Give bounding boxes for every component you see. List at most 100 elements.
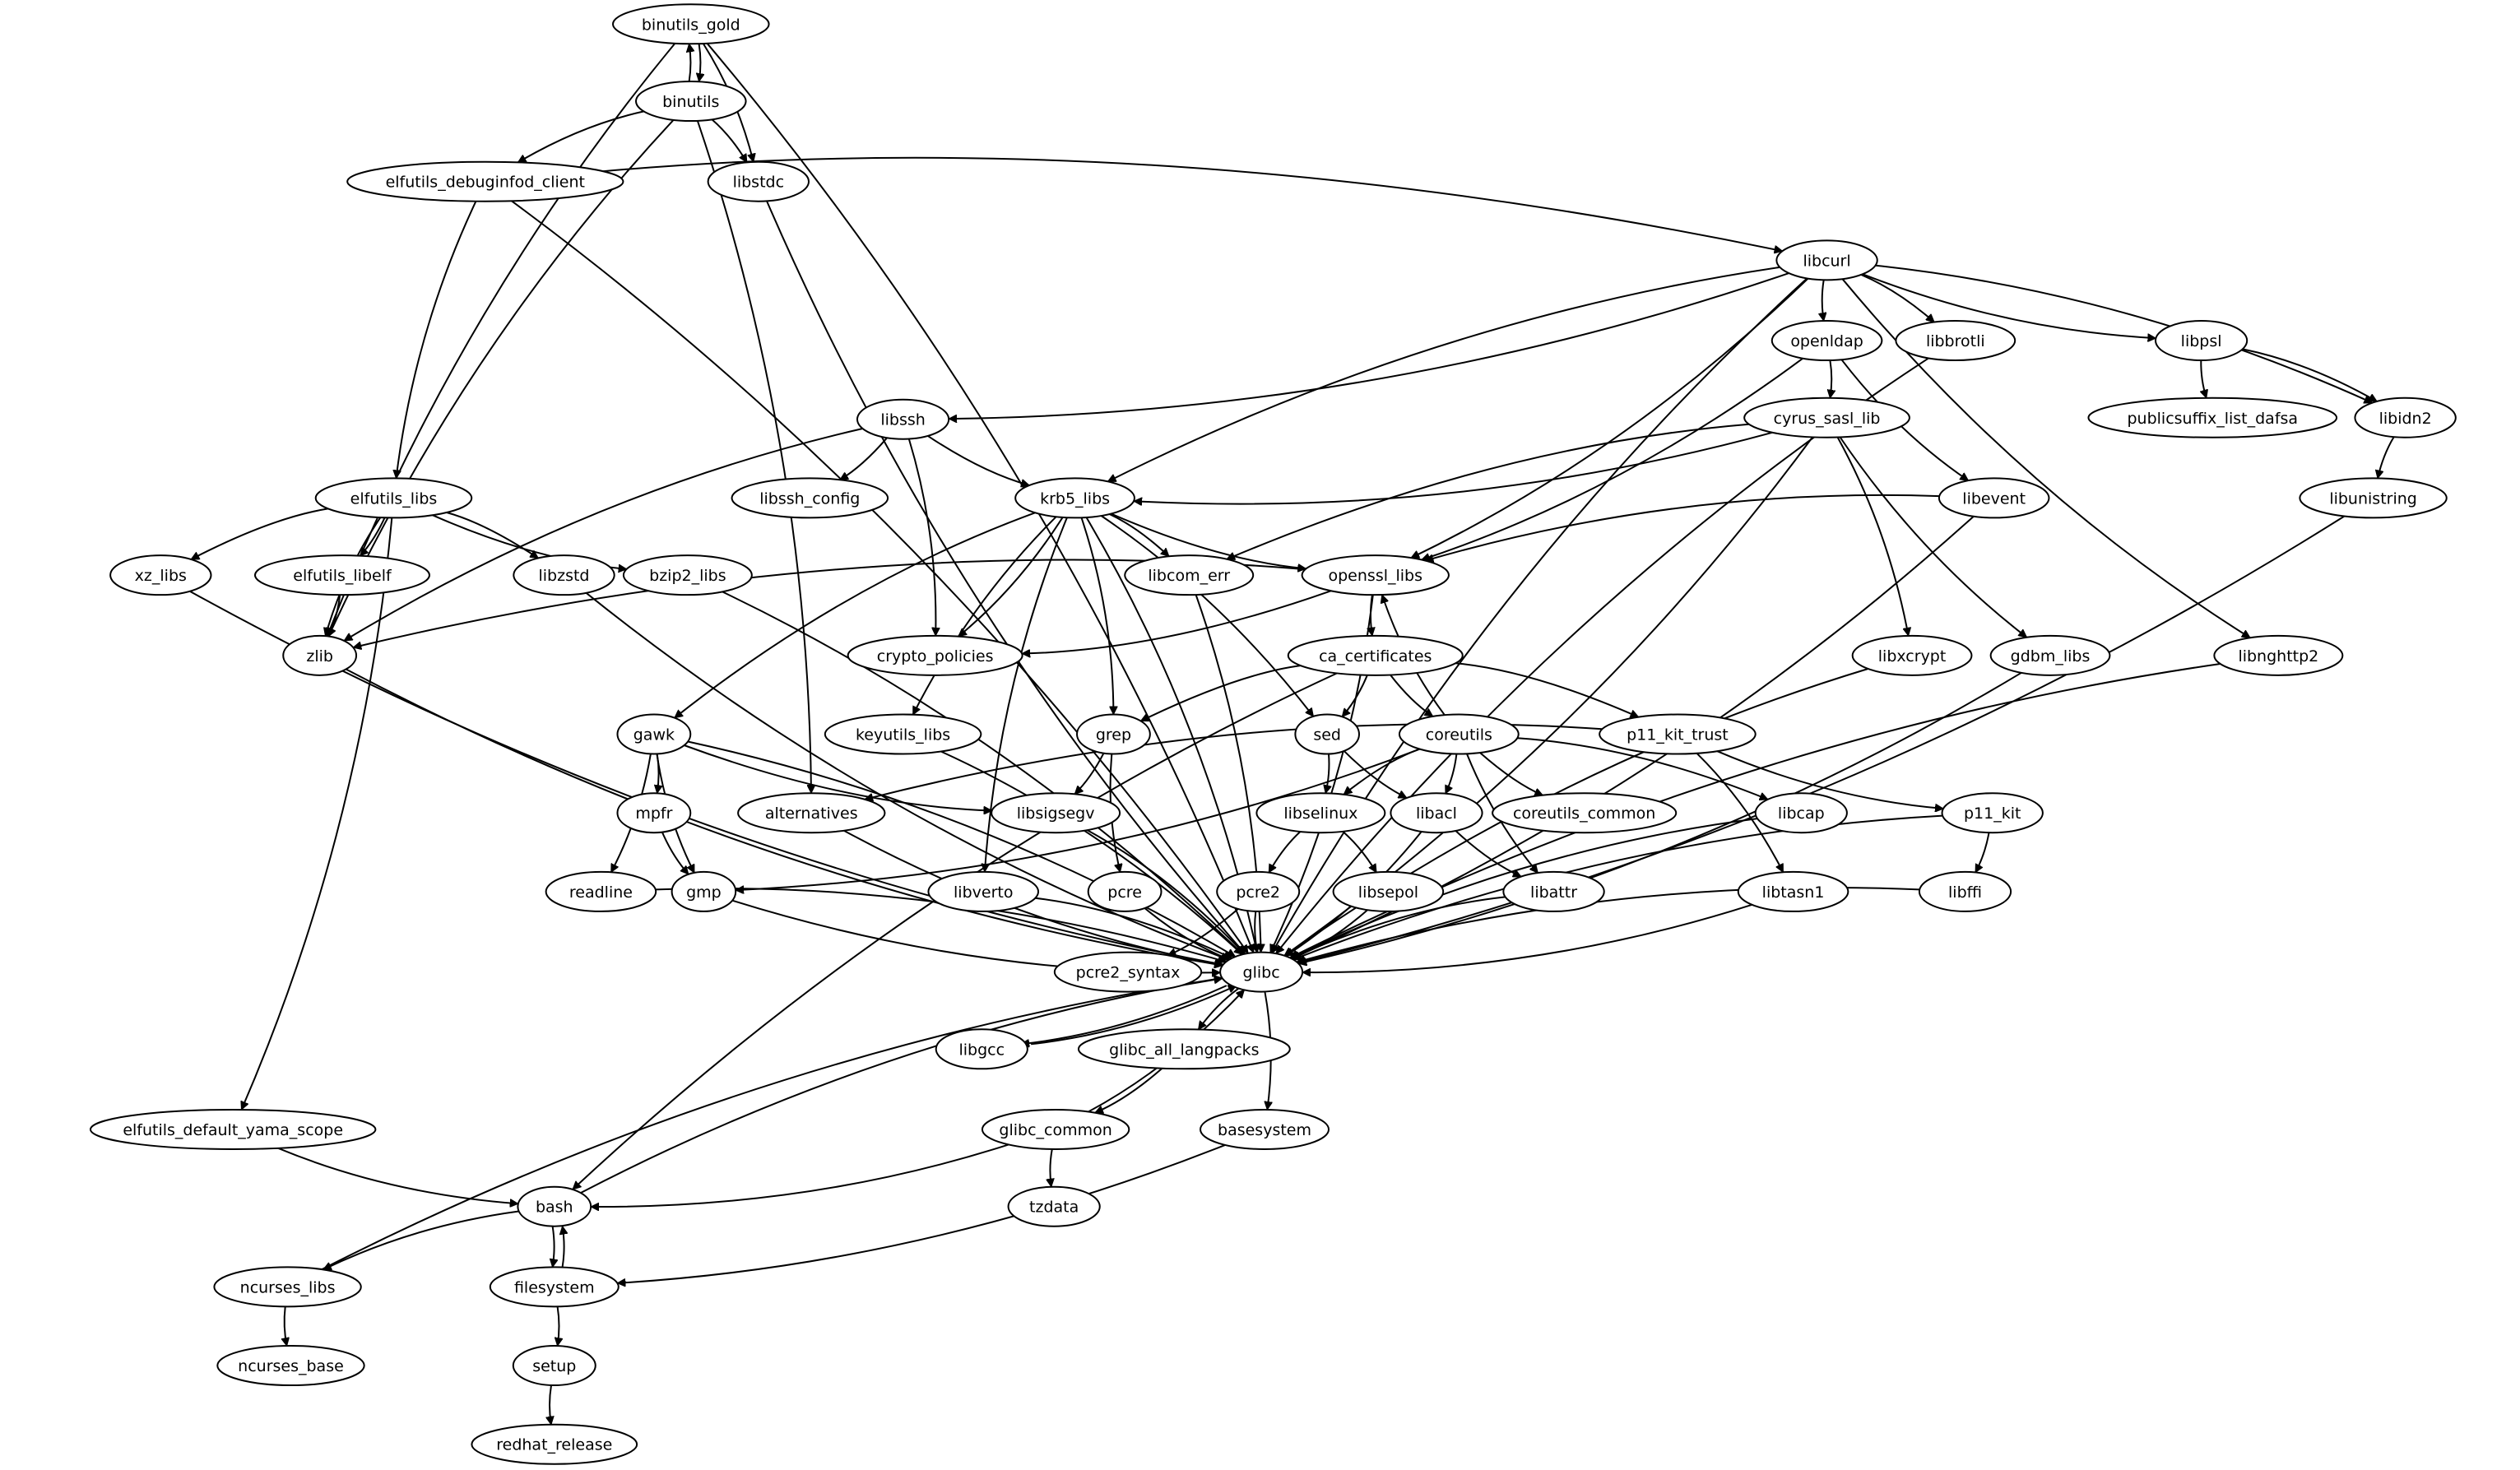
node-label: libxcrypt [1878,647,1947,665]
edge-libcurl-to-krb5-libs [1108,266,1780,483]
node-libacl: libacl [1390,792,1483,834]
node-ellipse [2213,634,2344,676]
edge-libcurl-to-libbrotli [1860,274,1934,323]
edge-libssh-to-krb5-libs [927,435,1029,485]
node-label: libssh [880,411,925,429]
node-label: libunistring [2329,489,2417,508]
edge-bzip2-libs-to-glibc [722,591,1243,954]
edge-p11-kit-trust-to-libtasn1 [1696,753,1784,873]
node-ellipse [981,1108,1130,1150]
node-label: cyrus_sasl_lib [1774,410,1881,428]
node-ellipse [611,3,770,45]
node-label: elfutils_libelf [293,567,392,585]
node-ellipse [1200,1108,1330,1150]
edge-gawk-to-libsigsegv [684,744,992,811]
node-ellipse [1502,870,1605,912]
node-label: libssh_config [759,489,860,508]
edge-coreutils-to-libcap [1517,737,1768,800]
node-gmp: gmp [671,870,737,912]
node-label: libselinux [1283,805,1357,823]
node-label: libbrotli [1926,332,1985,350]
nodes-layer: binutils_goldbinutilselfutils_debuginfod… [89,3,2457,1465]
node-label: libevent [1962,489,2026,508]
node-ellipse [346,160,624,202]
node-binutils-gold: binutils_gold [611,3,770,45]
node-label: mpfr [635,805,672,823]
edge-sed-to-libacl [1343,750,1407,799]
node-ellipse [1287,634,1464,676]
edge-openldap-to-openssl-libs [1422,357,1803,560]
edge-libverto-to-glibc [1035,897,1232,959]
edge-p11-kit-to-glibc [1293,814,1943,960]
node-label: libffi [1948,883,1982,902]
edge-elfutils-libs-to-elfutils-default-yama-scope [242,517,393,1110]
edge-grep-to-libsigsegv [1074,753,1105,795]
edge-ca-certificates-to-grep [1141,665,1301,722]
node-ellipse [1301,554,1450,596]
edge-binutils-to-alternatives [696,120,811,793]
edge-cyrus-sasl-lib-to-krb5-libs [1134,431,1773,504]
node-ellipse [1938,477,2050,519]
node-libssh-config: libssh_config [731,477,889,519]
node-ellipse [489,1266,620,1308]
node-label: redhat_release [496,1436,612,1454]
edge-libcurl-to-openldap [1822,280,1824,321]
edge-libcurl-to-libnghttp2 [1841,278,2251,639]
node-label: tzdata [1029,1199,1079,1217]
node-ellipse [824,713,982,755]
node-ellipse [1014,477,1135,519]
edge-bash-to-glibc [580,978,1223,1194]
node-libunistring: libunistring [2299,477,2448,519]
node-ellipse [1918,870,2012,912]
edge-binutils-to-libstdc [711,118,748,162]
node-ellipse [1851,634,1973,676]
node-gdbm-libs: gdbm_libs [1989,634,2111,676]
node-openldap: openldap [1770,320,1883,362]
node-ellipse [517,1185,592,1227]
node-ellipse [1332,870,1445,912]
edge-krb5-libs-to-libcom-err [1109,513,1169,556]
edge-krb5-libs-to-grep [1080,517,1114,714]
edges-layer [189,43,2395,1425]
node-label: libpsl [2181,332,2222,350]
node-elfutils-default-yama-scope: elfutils_default_yama_scope [89,1108,377,1150]
node-label: pcre2_syntax [1076,964,1181,982]
node-ellipse [927,870,1040,912]
node-libcom-err: libcom_err [1124,554,1255,596]
edge-pcre-to-glibc [1144,907,1229,959]
edge-binutils-gold-to-zlib [327,43,676,637]
node-ellipse [1390,792,1483,834]
node-label: ncurses_libs [240,1278,336,1296]
node-pcre2-syntax: pcre2_syntax [1053,951,1203,993]
node-label: gdbm_libs [2011,647,2091,665]
node-ellipse [935,1028,1028,1070]
node-ellipse [2087,396,2338,438]
edge-libgcc-to-glibc [1030,985,1237,1046]
node-libselinux: libselinux [1255,792,1386,834]
node-libattr: libattr [1502,870,1605,912]
node-binutils: binutils [634,81,747,123]
node-libcap: libcap [1754,792,1848,834]
edge-binutils-gold-to-glibc [706,43,1254,953]
node-label: crypto_policies [877,647,994,665]
node-label: zlib [306,647,333,665]
node-label: binutils_gold [642,16,740,34]
node-grep: grep [1076,713,1151,755]
node-label: libcurl [1803,252,1850,270]
edge-gdbm-libs-to-glibc [1298,671,2022,964]
edge-cyrus-sasl-lib-to-gdbm-libs [1839,436,2027,638]
node-libsepol: libsepol [1332,870,1445,912]
node-label: filesystem [514,1278,595,1296]
node-label: keyutils_libs [856,726,950,744]
node-label: xz_libs [135,567,187,585]
node-ellipse [1087,870,1163,912]
node-label: sed [1313,726,1341,744]
node-label: bzip2_libs [649,567,726,585]
edge-elfutils-debuginfod-client-to-libcurl [602,156,1783,251]
node-ncurses-base: ncurses_base [216,1345,365,1387]
node-alternatives: alternatives [737,792,886,834]
node-label: glibc [1243,964,1280,982]
node-filesystem: filesystem [489,1266,620,1308]
node-label: libstdc [733,174,784,192]
node-p11-kit: p11_kit [1941,792,2044,834]
